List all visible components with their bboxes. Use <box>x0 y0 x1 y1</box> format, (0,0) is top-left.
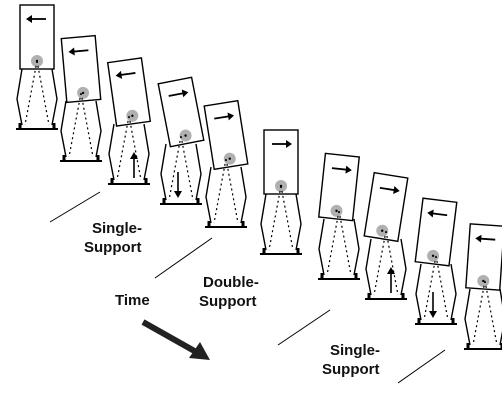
support-dotted-line <box>128 115 142 181</box>
up-arrow-icon <box>387 267 395 293</box>
robot-body <box>203 99 249 171</box>
left-leg <box>108 123 115 181</box>
torso-box <box>157 76 205 148</box>
robot-frame <box>414 197 458 325</box>
right-leg <box>450 263 457 321</box>
support-dotted-line <box>435 255 449 321</box>
right-arrow-icon <box>331 165 352 174</box>
robot-legs <box>16 60 58 130</box>
support-dotted-line <box>472 280 486 346</box>
robot-body <box>414 197 458 267</box>
support-dotted-line <box>36 60 50 126</box>
robot-legs <box>60 92 102 162</box>
right-leg <box>143 123 150 181</box>
robot-legs <box>365 230 407 300</box>
left-leg <box>205 166 212 224</box>
right-leg <box>240 166 247 224</box>
support-dotted-line <box>24 60 38 126</box>
support-dotted-line <box>326 210 340 276</box>
robot-body <box>157 76 205 148</box>
robot-body <box>19 4 55 70</box>
robot-legs <box>415 255 457 325</box>
left-leg <box>160 143 167 201</box>
time-label: Time <box>115 292 150 309</box>
robot-frame <box>260 129 302 255</box>
phase-divider <box>49 191 101 223</box>
right-arrow-icon <box>379 186 400 194</box>
right-leg <box>400 238 407 296</box>
left-leg <box>464 288 471 346</box>
left-arrow-icon <box>115 70 136 79</box>
support-dotted-line <box>268 185 282 251</box>
right-leg <box>51 68 58 126</box>
support-dotted-line <box>213 158 227 224</box>
robot-body <box>60 34 102 104</box>
right-leg <box>295 193 302 251</box>
right-arrow-icon <box>214 112 235 121</box>
left-leg <box>415 263 422 321</box>
single-support-label-1: Single- Support <box>84 220 146 256</box>
robot-frame <box>60 34 102 162</box>
right-leg <box>95 100 102 158</box>
support-dotted-line <box>116 115 130 181</box>
robot-frame <box>106 57 152 185</box>
left-arrow-icon <box>475 234 496 243</box>
support-dotted-line <box>168 135 182 201</box>
robot-body <box>263 129 299 195</box>
left-arrow-icon <box>427 209 448 218</box>
left-leg <box>260 193 267 251</box>
robot-legs <box>318 210 360 280</box>
left-leg <box>16 68 23 126</box>
robot-body <box>317 152 361 222</box>
robot-frame <box>363 171 409 300</box>
robot-legs <box>205 158 247 228</box>
phase-divider <box>397 349 446 384</box>
support-dotted-line <box>80 92 94 158</box>
time-arrow <box>141 319 210 360</box>
single-support-label-2: Single- Support <box>322 342 384 378</box>
left-arrow-icon <box>26 15 46 23</box>
right-leg <box>353 218 360 276</box>
robot-legs <box>160 135 202 205</box>
left-leg <box>318 218 325 276</box>
robot-body <box>106 57 152 127</box>
support-dotted-line <box>373 230 387 296</box>
robot-body <box>465 223 502 291</box>
robot-body <box>363 171 409 243</box>
robot-frame <box>203 99 249 228</box>
support-dotted-line <box>280 185 294 251</box>
right-arrow-icon <box>272 140 292 148</box>
robot-legs <box>464 280 502 350</box>
up-arrow-icon <box>130 152 138 178</box>
support-dotted-line <box>423 255 437 321</box>
phase-divider <box>154 237 213 279</box>
left-leg <box>60 100 67 158</box>
support-dotted-line <box>68 92 82 158</box>
right-leg <box>195 143 202 201</box>
robot-frame <box>317 152 361 280</box>
down-arrow-icon <box>429 292 437 318</box>
support-dotted-line <box>338 210 352 276</box>
down-arrow-icon <box>174 172 182 198</box>
right-arrow-icon <box>168 89 189 98</box>
robot-frames <box>16 4 502 350</box>
left-leg <box>365 238 372 296</box>
double-support-label: Double- Support <box>199 274 263 310</box>
phase-divider <box>277 309 331 346</box>
left-arrow-icon <box>68 47 89 56</box>
robot-frame <box>464 223 502 350</box>
support-dotted-line <box>385 230 399 296</box>
robot-legs <box>260 185 302 255</box>
robot-frame <box>157 76 205 205</box>
robot-frame <box>16 4 58 130</box>
robot-legs <box>108 115 150 185</box>
support-dotted-line <box>225 158 239 224</box>
support-dotted-line <box>180 135 194 201</box>
support-dotted-line <box>484 280 498 346</box>
